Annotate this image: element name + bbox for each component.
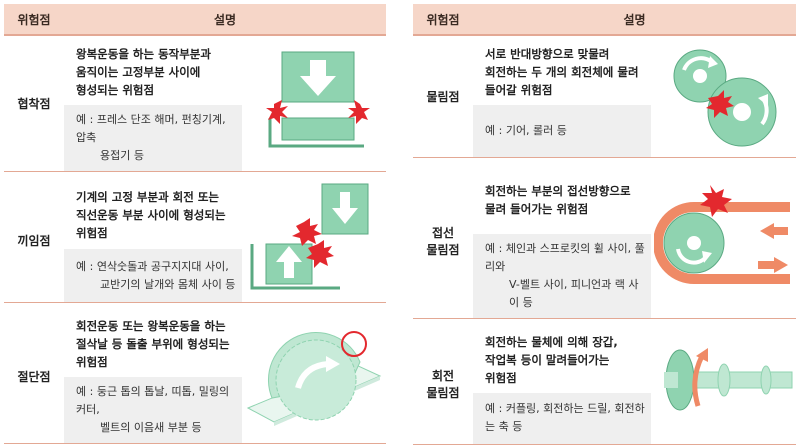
hazard-example: 예 : 커플링, 회전하는 드릴, 회전하는 축 등 [473,392,651,445]
saw-blade-illustration [242,309,386,444]
hazard-description: 회전하는 물체에 의해 장갑, 작업복 등이 말려들어가는 위험점 [473,324,651,393]
hazard-name: 회전 물림점 [413,324,473,445]
header-hazard-col: 위험점 [4,4,64,36]
header-description-col: 설명 [473,4,796,36]
hazard-description: 회전운동 또는 왕복운동을 하는 절삭날 등 돌출 부위에 형성되는 위험점 [64,309,242,377]
hazard-name: 접선 물림점 [413,163,473,319]
shear-point-illustration [242,178,386,303]
hazard-name: 협착점 [4,35,64,172]
hazard-description: 회전하는 부분의 접선방향으로 물려 들어가는 위험점 [473,163,651,234]
rotating-shaft-illustration [651,324,796,445]
header-hazard-col: 위험점 [413,4,473,36]
hazard-description: 서로 반대방향으로 맞물려 회전하는 두 개의 회전체에 물려 들어갈 위험점 [473,35,651,105]
hazard-example: 예 : 프레스 단조 해머, 펀칭기계, 압축 용접기 등 [64,105,242,172]
hazard-example: 예 : 체인과 스프로킷의 휠 사이, 풀리와 V-벨트 사이, 피니언과 랙 … [473,233,651,319]
gear-mesh-illustration [651,35,796,158]
right-hazard-table: 위험점 설명 물림점 서로 반대방향으로 맞물려 회전하는 두 개의 회전체에 … [413,4,796,445]
belt-pulley-illustration [651,163,796,319]
hazard-example: 예 : 연삭숫돌과 공구지지대 사이, 교반기의 날개와 몸체 사이 등 [64,249,242,304]
press-pinch-illustration [242,35,386,172]
hazard-example: 예 : 둥근 톱의 톱날, 띠톱, 밀링의 커터, 벨트의 이음새 부분 등 [64,377,242,444]
hazard-description: 왕복운동을 하는 동작부분과 움직이는 고정부분 사이에 형성되는 위험점 [64,35,242,105]
hazard-name: 끼임점 [4,178,64,303]
hazard-description: 기계의 고정 부분과 회전 또는 직선운동 부분 사이에 형성되는 위험점 [64,178,242,250]
header-description-col: 설명 [64,4,386,36]
left-hazard-table: 위험점 설명 협착점 왕복운동을 하는 동작부분과 움직이는 고정부분 사이에 … [4,4,386,444]
hazard-example: 예 : 기어, 롤러 등 [473,105,651,158]
hazard-name: 절단점 [4,309,64,444]
hazard-name: 물림점 [413,35,473,158]
